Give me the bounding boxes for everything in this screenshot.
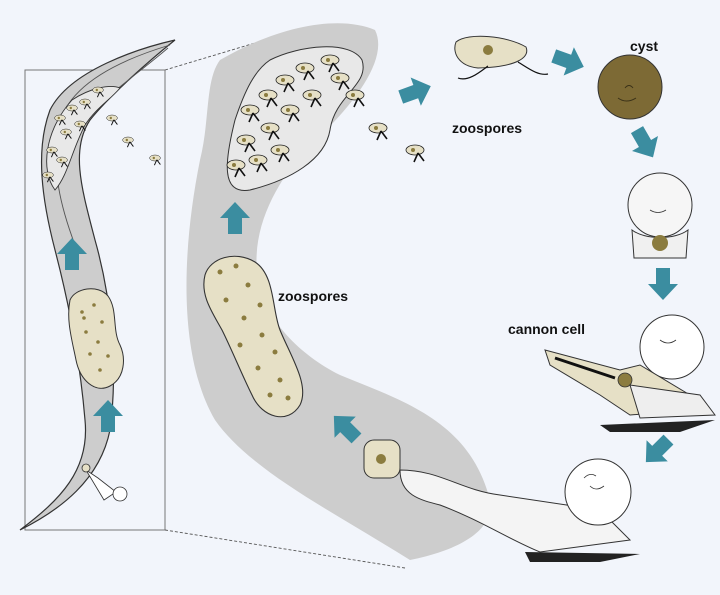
zoospores-label-mid: zoospores: [278, 288, 349, 304]
sporangium-nuclei-small: [80, 303, 110, 372]
germinating-cyst-icon: [627, 172, 693, 259]
zoospores-label-top: zoospores: [452, 120, 523, 136]
cyst-remnant: [564, 458, 632, 526]
cannon-cell-label: cannon cell: [508, 321, 586, 337]
flow-arrow-icon: [648, 268, 678, 300]
cannon-cell-icon: [544, 314, 716, 432]
zoospore-chamber: [226, 46, 364, 191]
infection-cell-icon: [363, 439, 640, 562]
nematode-icon: [19, 39, 176, 531]
sporangium-nuclei-large: [217, 263, 291, 401]
sporangium-large: [203, 255, 304, 418]
flow-arrow-icon: [548, 41, 589, 81]
flow-arrow-icon: [395, 72, 436, 112]
flow-arrow-icon: [635, 428, 680, 473]
zoom-line-bottom: [164, 529, 406, 569]
cyst-label: cyst: [630, 38, 659, 54]
flow-arrow-icon: [624, 122, 666, 165]
cyst-icon: [597, 54, 663, 120]
zoospore-icon: [454, 35, 549, 80]
